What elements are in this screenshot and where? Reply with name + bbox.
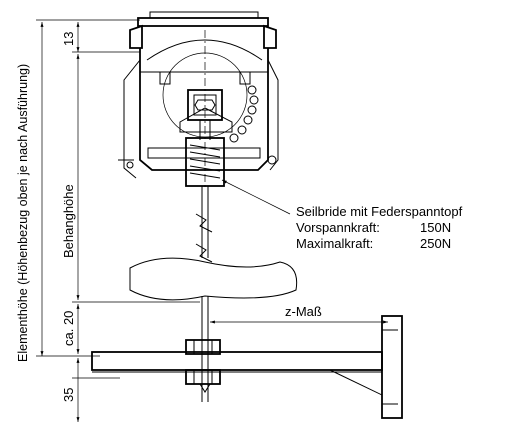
- max-force-label: Maximalkraft:: [296, 236, 373, 251]
- z-label: z-Maß: [285, 304, 322, 319]
- spring-housing: [118, 11, 279, 190]
- top-offset-label: 13: [61, 32, 76, 46]
- hanging-height-label: Behanghöhe: [61, 184, 76, 258]
- overall-height-label: Elementhöhe (Höhenbezug oben je nach Aus…: [16, 64, 30, 362]
- hanging-height-dimension: [72, 54, 200, 303]
- preload-value: 150N: [420, 220, 451, 235]
- sheet-section: [129, 257, 298, 301]
- note-leader: [221, 179, 291, 215]
- overall-height-dimension: [36, 19, 140, 357]
- note-title: Seilbride mit Federspanntopf: [296, 204, 463, 219]
- base-offset-dimension: [72, 358, 120, 422]
- preload-label: Vorspannkraft:: [296, 220, 380, 235]
- cable-clamp-note: Seilbride mit Federspanntopf Vorspannkra…: [296, 204, 463, 251]
- max-force-value: 250N: [420, 236, 451, 251]
- bottom-bracket: [91, 315, 403, 419]
- top-offset-dimension: [72, 22, 140, 53]
- bottom-offset-label: ca. 20: [61, 311, 76, 346]
- spring-pot: [185, 120, 225, 187]
- base-offset-label: 35: [61, 388, 76, 402]
